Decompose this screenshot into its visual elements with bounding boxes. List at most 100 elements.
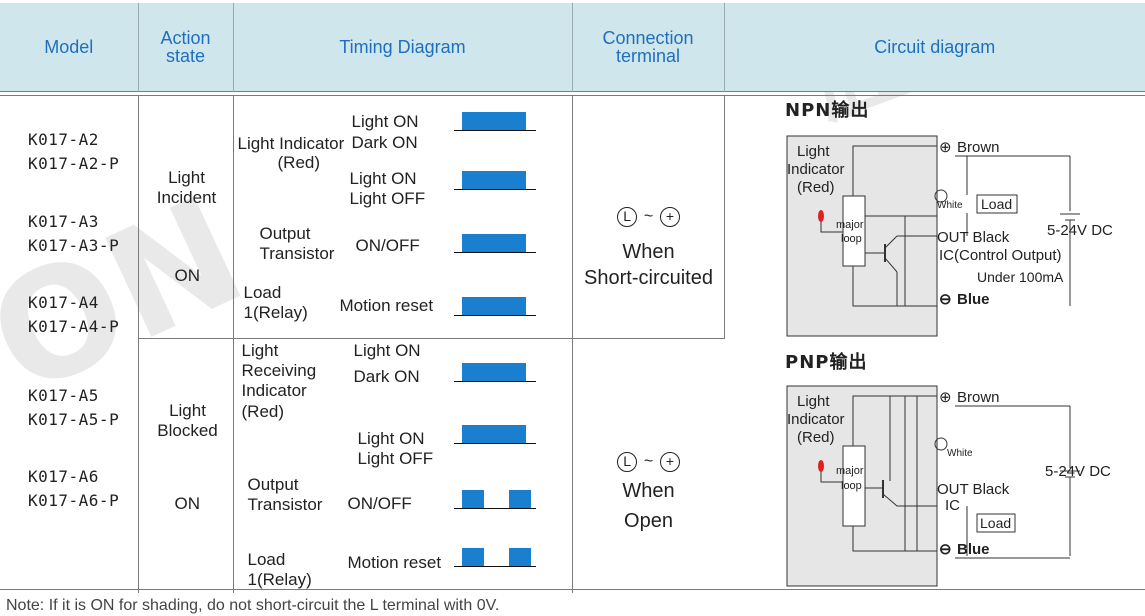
output-transistor-label: Output Transistor: [259, 224, 335, 263]
indicator-label: Light Receiving Indicator: [241, 341, 317, 400]
timing-diagram-cell: Light Receiving Indicator (Red) Light ON…: [233, 338, 573, 593]
connection-terminal-cell: L ~ + When Open: [572, 338, 725, 593]
timing-pulse: [461, 297, 526, 315]
state-label: Motion reset: [339, 296, 434, 315]
header-row: Model Action state Timing Diagram Connec…: [0, 3, 1145, 92]
pnp-title: PNP输出: [785, 351, 867, 373]
state-label: Light ON: [349, 169, 417, 188]
timing-pulse: [508, 490, 531, 508]
row-light-blocked: Light Blocked ON Light Receiving Indicat…: [0, 338, 1145, 593]
npn-ic: IC(Control Output): [939, 247, 1062, 264]
state-label: Light ON: [353, 341, 421, 360]
action-mode-label: ON: [174, 266, 201, 285]
timing-baseline: [453, 252, 536, 253]
spec-table: Model Action state Timing Diagram Connec…: [0, 3, 1145, 593]
timing-pulse: [461, 171, 526, 189]
npn-l-terminal-icon: [934, 189, 947, 203]
pnp-light-indicator: (Red): [797, 429, 835, 446]
state-label: Light OFF: [357, 449, 434, 468]
timing-baseline: [453, 189, 536, 190]
pnp-white: White: [947, 448, 973, 459]
state-label: Dark ON: [351, 133, 418, 152]
header-timing-diagram: Timing Diagram: [233, 3, 573, 92]
connection-condition: Open: [624, 510, 673, 532]
pnp-brown: Brown: [957, 389, 1000, 406]
state-label: ON/OFF: [347, 494, 412, 513]
connection-terminal-cell: L ~ + When Short-circuited: [572, 95, 725, 339]
terminal-symbols: L ~ +: [573, 451, 725, 472]
header-circuit-diagram: Circuit diagram: [724, 3, 1145, 92]
state-label: ON/OFF: [355, 236, 420, 255]
load-relay-label: Load 1(Relay): [247, 550, 312, 589]
npn-load: Load: [981, 196, 1012, 212]
header-connection-terminal: Connection terminal: [572, 3, 725, 92]
pnp-voltage: 5-24V DC: [1045, 463, 1111, 480]
timing-baseline: [453, 315, 536, 316]
pnp-out-black: OUT Black: [937, 481, 1010, 498]
npn-light-indicator: (Red): [797, 179, 835, 196]
npn-white: White: [937, 200, 963, 211]
model-code: K017-A6-P: [28, 491, 120, 510]
pnp-l-terminal-icon: [934, 437, 947, 451]
pnp-load-box: [976, 513, 1015, 533]
npn-brown: Brown: [957, 139, 1000, 156]
terminal-symbols: L ~ +: [573, 206, 725, 227]
timing-pulse: [461, 548, 484, 566]
header-model: Model: [0, 3, 139, 92]
connection-condition: When: [622, 241, 675, 263]
state-label: Dark ON: [353, 367, 420, 386]
npn-loop-label: loop: [841, 233, 862, 245]
npn-voltage: 5-24V DC: [1047, 222, 1113, 239]
circuit-diagrams: NPN输出 Light Indicator (Red) major loop: [785, 99, 1113, 587]
plus-terminal-icon: +: [659, 206, 680, 227]
l-terminal-icon: L: [617, 451, 638, 472]
pnp-blue: ⊖: [939, 541, 952, 558]
npn-led-icon: [817, 210, 824, 222]
model-code: K017-A4: [28, 293, 99, 312]
timing-diagram-cell: Light Indicator (Red) Light ON Dark ON L…: [233, 95, 573, 339]
npn-light-indicator: Light: [797, 143, 830, 160]
table-bottom-border: [0, 589, 1145, 590]
model-code: K017-A6: [28, 467, 99, 486]
circuit-diagram-cell: NPN输出 Light Indicator (Red) major loop: [724, 95, 1145, 593]
action-state-cell: Light Incident ON: [138, 95, 234, 339]
footnote: Note: If it is ON for shading, do not sh…: [6, 597, 500, 614]
indicator-color: (Red): [241, 402, 285, 421]
model-code: K017-A4-P: [28, 317, 120, 336]
plus-terminal-icon: +: [659, 451, 680, 472]
model-cell: K017-A2 K017-A2-P K017-A3 K017-A3-P K017…: [0, 95, 139, 593]
pnp-brown-label: ⊕: [939, 389, 952, 406]
model-code: K017-A2-P: [28, 154, 120, 173]
pnp-amplifier-block: [842, 445, 865, 527]
state-label: Light OFF: [349, 189, 426, 208]
model-code: K017-A5-P: [28, 410, 120, 429]
connection-condition: When: [622, 480, 675, 502]
state-label: Light ON: [351, 112, 419, 131]
model-code: K017-A5: [28, 386, 99, 405]
timing-baseline: [453, 508, 536, 509]
npn-out-black: OUT Black: [937, 229, 1010, 246]
indicator-label: Light Indicator: [237, 134, 345, 153]
npn-under: Under 100mA: [977, 269, 1064, 285]
npn-major-label: major: [836, 219, 864, 231]
connection-condition: Short-circuited: [584, 267, 713, 289]
pnp-loop-label: loop: [841, 480, 862, 492]
model-code: K017-A3-P: [28, 236, 120, 255]
pnp-blue: Blue: [957, 541, 990, 558]
timing-baseline: [453, 566, 536, 567]
header-action-state: Action state: [138, 3, 234, 92]
timing-pulse: [461, 425, 526, 443]
timing-pulse: [461, 363, 526, 381]
npn-amplifier-block: [842, 195, 865, 267]
model-code: K017-A3: [28, 212, 99, 231]
timing-baseline: [453, 443, 536, 444]
action-state-label: Light Blocked: [157, 401, 218, 440]
npn-title: NPN输出: [785, 99, 869, 121]
action-state-cell: Light Blocked ON: [138, 338, 234, 593]
pnp-led-icon: [817, 460, 824, 472]
npn-brown-label: ⊕: [939, 139, 952, 156]
npn-blue: ⊖: [939, 291, 952, 308]
npn-light-indicator: Indicator: [787, 161, 845, 178]
timing-pulse: [461, 490, 484, 508]
pnp-light-indicator: Indicator: [787, 411, 845, 428]
